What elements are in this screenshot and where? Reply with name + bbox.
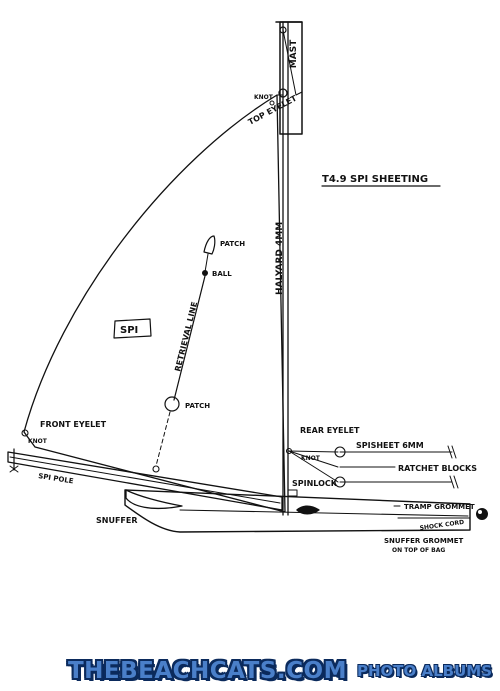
mast-label: MAST	[289, 39, 299, 68]
patch-mid-shape	[164, 396, 180, 412]
brand-sub-text[interactable]: PHOTO ALBUMS	[356, 661, 492, 680]
brand-logo-text[interactable]: THEBEACHCATS.COM	[67, 657, 347, 684]
spisheet-label: SPISHEET 6MM	[356, 441, 424, 450]
ball-label: BALL	[212, 270, 232, 278]
snuffer-mouth	[296, 505, 320, 515]
spi-pole-label: SPI POLE	[38, 472, 75, 485]
brand-footer: THEBEACHCATS.COM PHOTO ALBUMS	[0, 650, 500, 691]
snuffer-grommet-label: SNUFFER GROMMET	[384, 537, 464, 545]
patch-top-label: PATCH	[220, 240, 245, 248]
ball-shape	[202, 270, 208, 276]
front-eyelet-label: FRONT EYELET	[40, 420, 107, 429]
tramp-grommet-label: TRAMP GROMMET	[404, 503, 475, 511]
spinlock-shape	[287, 489, 298, 497]
knot-top-label: KNOT	[254, 94, 274, 101]
patch-mid-label: PATCH	[185, 402, 210, 410]
patch-top-shape	[203, 235, 216, 255]
hull	[124, 489, 471, 533]
spi-pole	[7, 448, 283, 511]
rear-eyelet-label: REAR EYELET	[300, 426, 360, 435]
spinlock-label: SPINLOCK	[292, 479, 338, 488]
halyard-label: HALYARD 4MM	[275, 222, 285, 295]
grommet-shape	[476, 508, 488, 520]
ratchet-blocks-label: RATCHET BLOCKS	[398, 464, 477, 473]
sail-label: SPI	[120, 325, 138, 336]
spisheet-lines	[288, 445, 459, 489]
snuffer-grommet-note: ON TOP OF BAG	[392, 547, 445, 554]
knot-front-label: KNOT	[28, 438, 48, 445]
snuffer-label: SNUFFER	[96, 516, 138, 525]
diagram-title: T4.9 SPI SHEETING	[322, 174, 428, 185]
retrieval-line-label: RETRIEVAL LINE	[173, 301, 199, 373]
spi-sail	[23, 94, 286, 513]
